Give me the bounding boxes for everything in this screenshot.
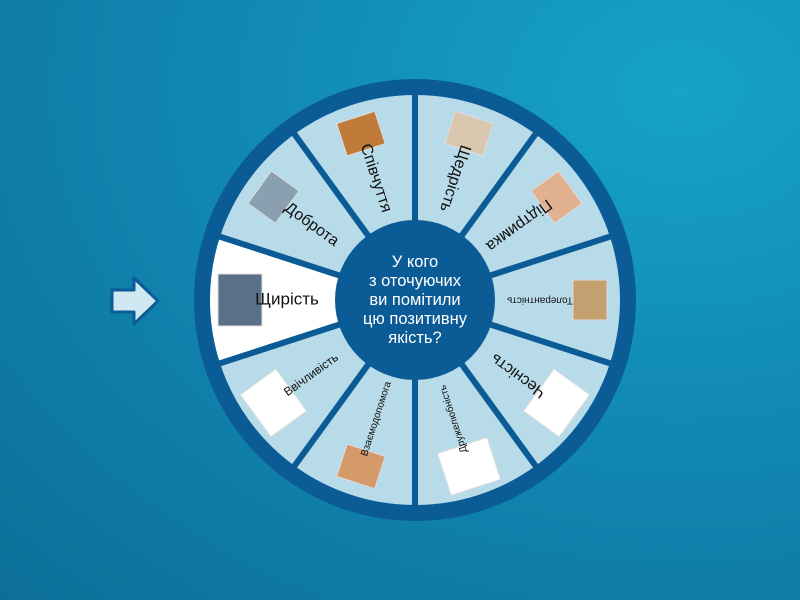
question-line: ви помітили [369, 291, 460, 309]
tolerance-image [572, 279, 608, 321]
segment-slice [204, 231, 425, 369]
wheel-segment-5[interactable]: Толерантність [405, 231, 626, 369]
portrait-image [217, 273, 263, 327]
support-hands-image [530, 170, 583, 225]
politeness-image [239, 368, 308, 438]
honesty-image [522, 368, 591, 438]
kindness-image [247, 170, 300, 225]
question-line: з оточуючих [369, 272, 462, 290]
question-line: цю позитивну [363, 310, 468, 328]
segment-slice [405, 231, 626, 369]
segment-label: Щирість [255, 289, 319, 308]
wheel-segment-0[interactable]: Щирість [204, 231, 425, 369]
pointer-arrow-icon [110, 276, 160, 326]
question-line: У кого [392, 253, 438, 271]
center-hub[interactable] [335, 220, 495, 380]
generosity-image [444, 110, 494, 157]
friendship-image [436, 436, 502, 497]
mutual-help-image [336, 443, 386, 490]
compassion-image [336, 110, 386, 157]
segment-label: Толерантність [507, 294, 573, 305]
question-line: якість? [388, 329, 441, 347]
